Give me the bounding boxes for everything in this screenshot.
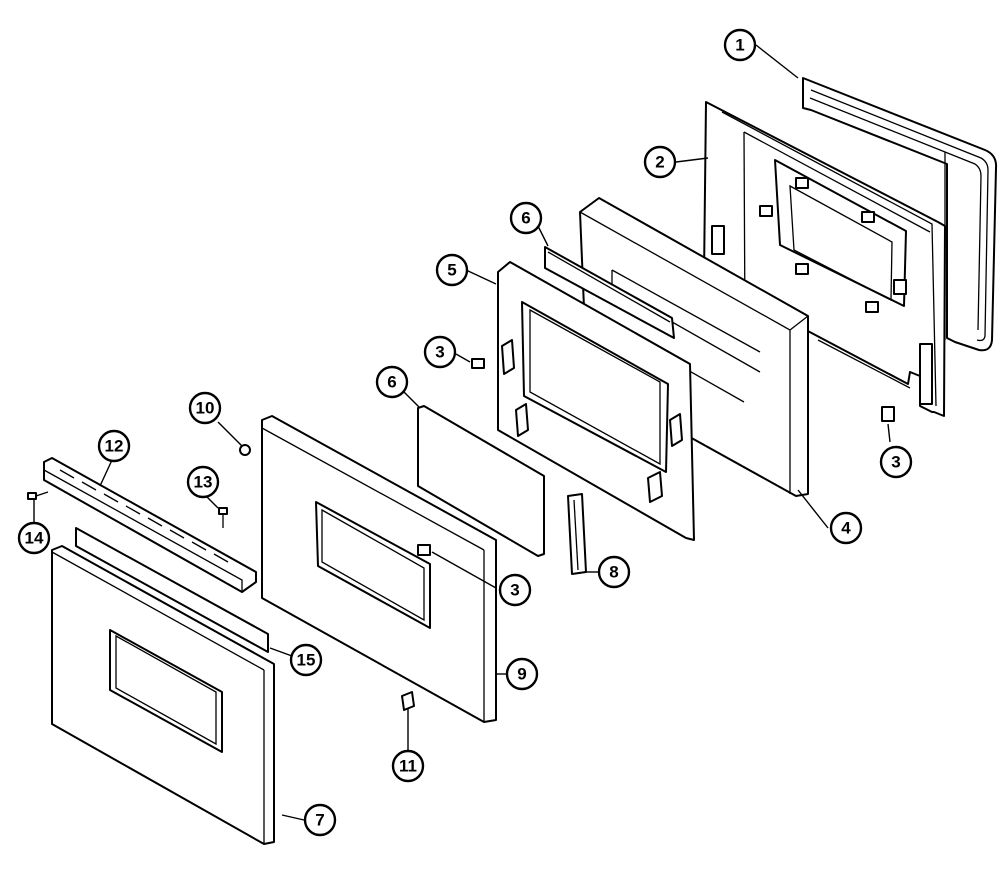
part-6-glass-upper xyxy=(544,246,675,339)
callout-14: 14 xyxy=(17,521,51,555)
callout-5: 5 xyxy=(435,253,469,287)
svg-text:15: 15 xyxy=(297,651,316,670)
callout-3-center: 3 xyxy=(498,573,532,607)
svg-text:8: 8 xyxy=(609,563,618,582)
part-6-glass-lower xyxy=(417,405,545,557)
svg-text:13: 13 xyxy=(194,473,213,492)
svg-text:5: 5 xyxy=(447,261,456,280)
part-2-inner-frame xyxy=(703,101,946,417)
callout-13: 13 xyxy=(186,465,220,499)
part-8-hinge xyxy=(567,493,587,575)
part-14-screw xyxy=(27,491,49,500)
svg-text:12: 12 xyxy=(105,437,124,456)
callout-2: 2 xyxy=(643,145,677,179)
callout-1: 1 xyxy=(723,28,757,62)
part-7-outer-panel xyxy=(51,545,275,845)
part-12-vent-trim xyxy=(43,457,257,593)
svg-text:7: 7 xyxy=(315,811,324,830)
svg-text:2: 2 xyxy=(655,153,664,172)
callout-3-right: 3 xyxy=(879,445,913,479)
svg-text:3: 3 xyxy=(435,343,444,362)
svg-text:1: 1 xyxy=(735,36,744,55)
callout-6-lower: 6 xyxy=(375,365,409,399)
svg-text:4: 4 xyxy=(841,519,851,538)
callout-10: 10 xyxy=(188,391,222,425)
part-10-nut xyxy=(239,444,251,456)
svg-text:3: 3 xyxy=(891,453,900,472)
svg-text:6: 6 xyxy=(387,373,396,392)
part-3-clip-right xyxy=(881,406,895,422)
svg-text:10: 10 xyxy=(196,399,215,418)
callout-3-left: 3 xyxy=(423,335,457,369)
callout-11: 11 xyxy=(391,749,425,783)
part-13-screw xyxy=(218,507,228,528)
callout-15: 15 xyxy=(289,643,323,677)
callout-7: 7 xyxy=(303,803,337,837)
svg-text:14: 14 xyxy=(25,529,44,548)
callout-8: 8 xyxy=(597,555,631,589)
part-15-strip xyxy=(75,527,269,653)
svg-text:9: 9 xyxy=(517,665,526,684)
svg-text:6: 6 xyxy=(521,209,530,228)
part-5-window-frame xyxy=(471,261,695,541)
part-11-clip xyxy=(401,691,415,711)
callout-6-upper: 6 xyxy=(509,201,543,235)
callout-4: 4 xyxy=(829,511,863,545)
part-9-inner-panel xyxy=(261,415,497,723)
callout-12: 12 xyxy=(97,429,131,463)
callout-9: 9 xyxy=(505,657,539,691)
svg-text:11: 11 xyxy=(399,757,417,776)
svg-text:3: 3 xyxy=(510,581,519,600)
